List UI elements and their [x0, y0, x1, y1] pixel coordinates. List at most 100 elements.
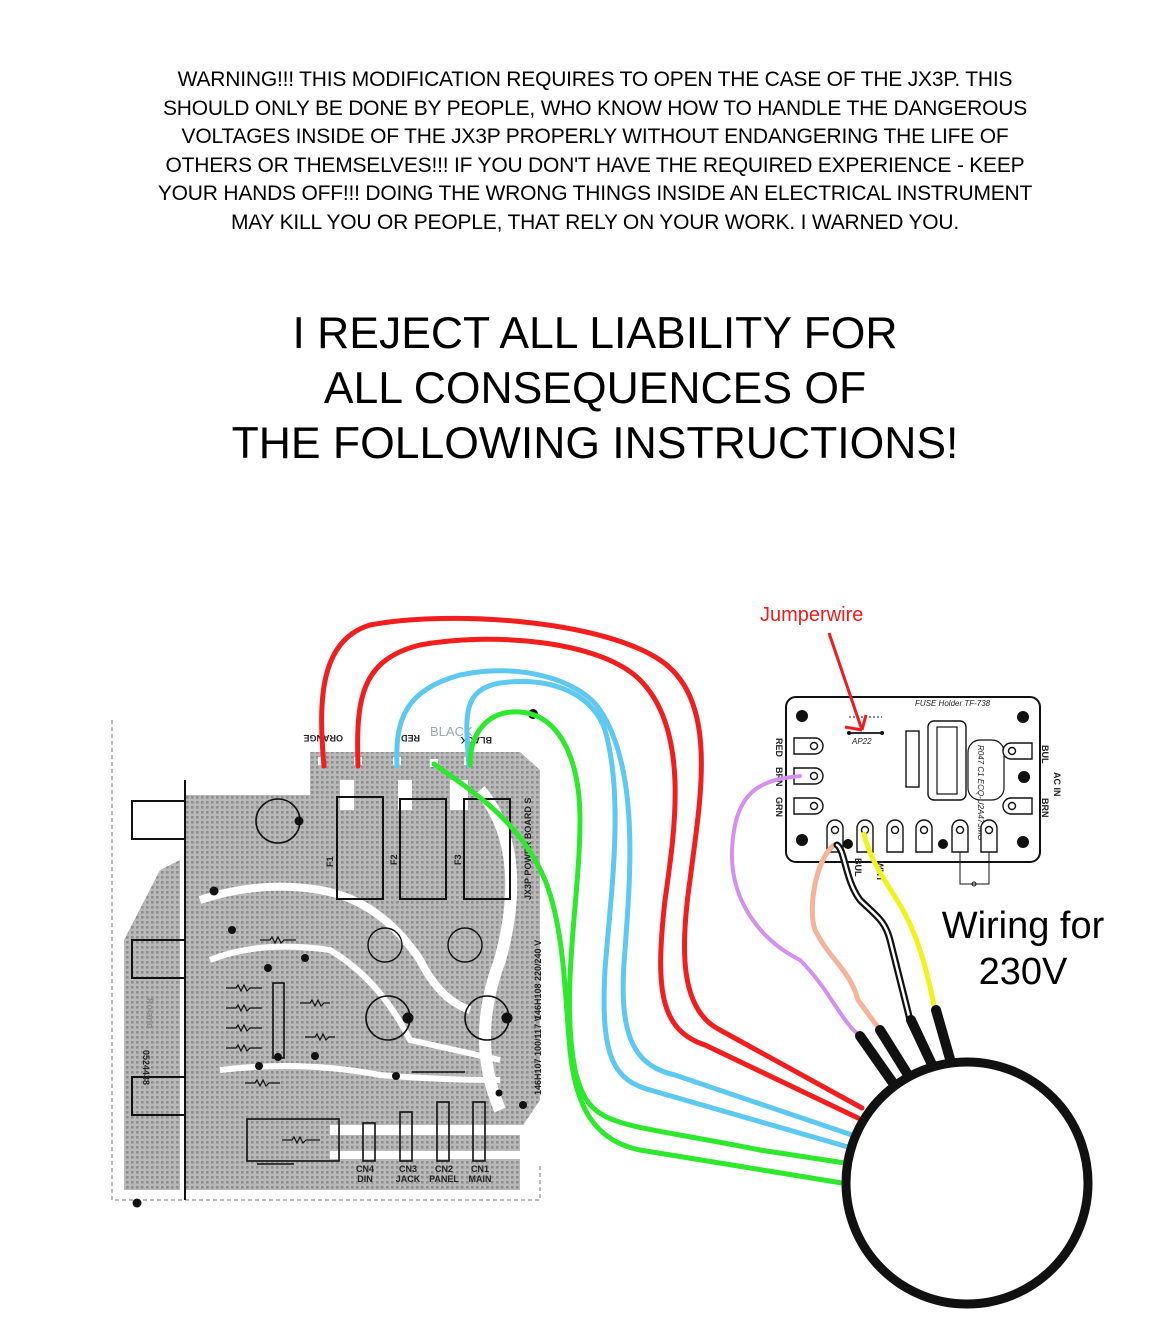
arrow-head — [844, 725, 863, 732]
primary-wires — [729, 774, 957, 1088]
component-leads — [209, 886, 527, 1109]
arrow-head — [860, 714, 868, 731]
warning-line: OTHERS OR THEMSELVES!!! IF YOU DON'T HAV… — [165, 153, 1025, 177]
connector-cn3 — [399, 1111, 413, 1162]
wire-red-1 — [319, 615, 865, 1111]
fuse-f1-glass — [936, 726, 958, 795]
fuse-f1 — [336, 796, 384, 900]
cn4-id: CN4 — [356, 1164, 374, 1174]
wire-red-2 — [355, 636, 861, 1121]
warning-line: YOUR HANDS OFF!!! DOING THE WRONG THINGS… — [157, 182, 1033, 205]
connector-cn1 — [472, 1101, 486, 1162]
fuse-board-outline — [785, 696, 1041, 863]
connector-cn4 — [362, 1122, 376, 1162]
ac-in-label: AC IN — [1052, 772, 1062, 797]
jumper-arrow — [827, 632, 868, 732]
secondary-wires — [319, 615, 865, 1186]
diode-bridge-d4 — [367, 927, 403, 963]
wiring-caption: Wiring for 230V — [918, 903, 1128, 995]
fuse-label-f3: F3 — [453, 854, 463, 865]
fuse-board: AP22 FUSE Holder TF-738 R047 C1 ECQ-U2A4… — [774, 696, 1062, 887]
wire-black-white-stripe — [835, 843, 912, 1022]
mounting-hole — [132, 1198, 142, 1208]
mounting-holes — [796, 710, 1030, 849]
sleeve — [906, 1015, 940, 1076]
capacitor-lead — [294, 816, 304, 826]
resistors — [226, 935, 335, 1145]
capacitor-label: R047 C1 ECQ-U2A473MG — [976, 745, 985, 841]
bottom-terminals — [826, 819, 998, 853]
warning-text: WARNING!!! THIS MODIFICATION REQUIRES TO… — [70, 66, 1120, 237]
liability-disclaimer: I REJECT ALL LIABILITY FOR ALL CONSEQUEN… — [100, 306, 1090, 471]
terminal-label-brn-right: BRN — [1040, 798, 1050, 818]
roland-logo: Roland — [145, 998, 155, 1029]
q2-footprint — [131, 1076, 186, 1116]
trace-gap — [398, 780, 412, 810]
component-block — [905, 730, 920, 788]
capacitor-lead — [501, 1012, 513, 1024]
diode-bridge-d5 — [447, 927, 483, 963]
capacitor-lead — [402, 1012, 414, 1024]
cn4-name: DIN — [357, 1174, 373, 1184]
caption-line: 230V — [978, 951, 1068, 993]
sleeve — [855, 1031, 898, 1088]
jumperwire-label: Jumperwire — [760, 604, 864, 626]
ic2-footprint — [131, 800, 186, 840]
terminal-label-bul: BUL — [1040, 745, 1050, 764]
left-terminals — [793, 737, 824, 815]
disclaimer-line: I REJECT ALL LIABILITY FOR — [292, 309, 898, 358]
terminal-label-grn: GRN — [774, 797, 784, 817]
wire-blue-1 — [394, 668, 855, 1138]
right-terminals — [1002, 742, 1033, 815]
wire-blue-2 — [464, 679, 851, 1150]
trace-gap — [198, 882, 472, 1014]
fuse-f3 — [463, 798, 511, 900]
wire-purple — [729, 774, 862, 1038]
arrow-shaft — [827, 632, 864, 731]
wire-yellow — [861, 831, 938, 1013]
cn3-id: CN3 — [399, 1164, 417, 1174]
sleeve — [931, 1005, 957, 1071]
caption-line: Wiring for — [941, 905, 1105, 947]
cn2-name: PANEL — [429, 1174, 459, 1184]
trace-gap — [208, 943, 501, 1063]
sleeve — [875, 1025, 915, 1083]
warning-line: WARNING!!! THIS MODIFICATION REQUIRES TO… — [177, 68, 1013, 91]
cn1-id: CN1 — [471, 1164, 489, 1174]
transformer — [841, 1057, 1093, 1309]
warning-line: VOLTAGES INSIDE OF THE JX3P PROPERLY WIT… — [181, 125, 1009, 148]
wire-green-1 — [467, 709, 848, 1166]
jumper-code: AP22 — [851, 737, 872, 746]
q1-footprint — [131, 939, 186, 979]
switch-link — [959, 852, 990, 885]
board-outline — [111, 720, 541, 1201]
fuse-holder-title: FUSE Holder TF-738 — [915, 699, 991, 708]
trimmer-p1 — [246, 1118, 340, 1162]
fuse-label-f2: F2 — [389, 854, 399, 865]
switch-contact — [971, 881, 977, 887]
pad-label-red: RED — [400, 733, 420, 743]
fuse-label-f1: F1 — [325, 856, 335, 867]
part-number-230v: 146H108 220/240 V — [533, 940, 543, 1020]
copper-area — [124, 860, 180, 1190]
disclaimer-line: ALL CONSEQUENCES OF — [323, 364, 867, 413]
wire-salmon — [809, 842, 883, 1033]
fuse-f2 — [399, 798, 447, 900]
connector-cn2 — [436, 1101, 450, 1162]
power-board: CN4 DIN CN3 JACK CN2 PANEL CN1 MAIN JX3P… — [111, 709, 543, 1208]
terminal-label-red: RED — [774, 738, 784, 758]
warning-line: SHOULD ONLY BE DONE BY PEOPLE, WHO KNOW … — [162, 96, 1028, 120]
trace-gap — [219, 1063, 501, 1083]
fuse-holder — [927, 720, 967, 801]
terminal-label-brn: BRN — [774, 767, 784, 787]
pad-label-black-ghost: BLACK — [430, 724, 473, 739]
wire-label-bul: BUL — [853, 858, 863, 877]
jumper-pad — [847, 731, 851, 735]
part-number-117v: 146H107 100/117 V — [533, 1015, 543, 1095]
cn2-id: CN2 — [435, 1164, 453, 1174]
cn1-name: MAIN — [469, 1174, 492, 1184]
trace-gap — [340, 780, 354, 810]
wire-green-2 — [431, 761, 845, 1186]
capacitor-c1 — [967, 739, 1005, 801]
